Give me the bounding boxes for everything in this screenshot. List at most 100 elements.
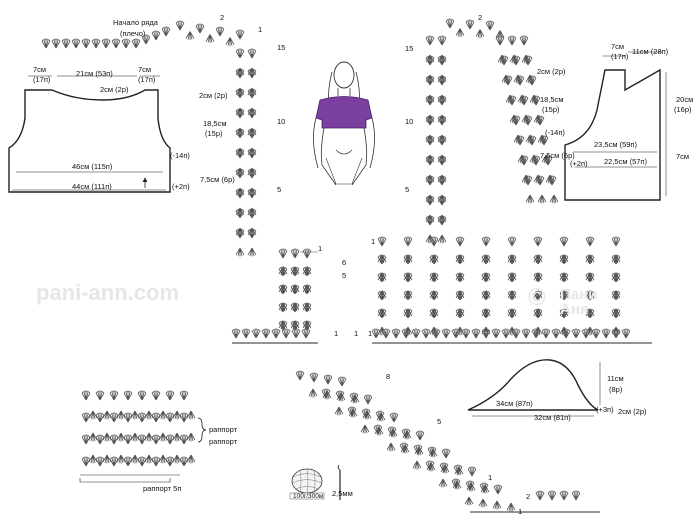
shell-stitch [481,236,491,247]
row-start-label: Начало ряда [113,18,158,27]
back-top-left-sts: (17п) [33,75,51,84]
shell-stitch [507,254,517,265]
shell-stitch [290,266,300,277]
shell-stitch [291,328,301,339]
shell-stitch [425,35,435,46]
shell-stitch [123,456,133,467]
shell-stitch [411,328,421,339]
back-row-6: 6 [342,258,347,267]
shell-stitch [247,128,257,139]
shell-stitch [431,328,441,339]
shell-stitch [527,75,537,86]
shell-stitch [195,23,205,34]
front-lower-h: 7,5см (6р) [540,151,575,160]
sleeve-width-upper: 34см (87п) [496,399,533,408]
shell-stitch [527,135,537,146]
shell-stitch [109,456,119,467]
shell-stitch [539,135,549,146]
shell-stitch [535,115,545,126]
shell-stitch [137,434,147,445]
shell-stitch [95,412,105,423]
shell-stitch [271,328,281,339]
repeat-brackets [79,417,207,483]
shell-stitch [481,254,491,265]
shell-stitch [151,456,161,467]
shell-stitch [611,290,621,301]
shell-stitch [585,236,595,247]
shell-stitch [137,456,147,467]
shell-stitch [507,290,517,301]
shell-stitch [381,328,391,339]
hook-size-label: 2,5мм [332,489,353,498]
shell-stitch [403,236,413,247]
shell-stitch [290,302,300,313]
shell-stitch [493,484,503,495]
shell-stitch [445,18,455,29]
shell-stitch [301,328,311,339]
shell-stitch [81,38,91,49]
front-row-10: 10 [405,117,414,126]
shell-stitch [429,254,439,265]
shell-stitch [302,302,312,313]
shell-stitch [81,390,91,401]
back-chart-neck: 2см (2р) [199,91,228,100]
shell-stitch [403,308,413,319]
shell-stitch [499,55,509,66]
shell-stitch [377,308,387,319]
sleeve-width-lower: 32см (81п) [534,413,571,422]
shell-stitch [247,88,257,99]
shell-stitch [507,236,517,247]
front-side-dec: (-14п) [545,128,565,137]
front-top-cm: 7см [611,42,625,51]
shell-stitch [377,272,387,283]
shell-stitch [401,328,411,339]
shell-stitch [261,328,271,339]
shell-stitch [437,75,447,86]
shell-stitch [478,498,488,508]
sleeve-row-2: 2 [526,492,531,501]
shell-stitch [511,115,521,126]
shell-stitch [247,148,257,159]
back-side-dec: (-14п) [170,151,190,160]
shell-stitch [601,328,611,339]
shell-stitch [161,26,171,37]
shell-stitch [95,390,105,401]
shell-stitch [507,35,517,46]
shell-stitch [519,35,529,46]
front-height1-rows: (15р) [542,105,560,114]
shell-stitch [437,55,447,66]
sleeve-height: 11см [607,374,624,383]
back-chart-lower: 7,5см (6р) [200,175,235,184]
shell-stitch [611,254,621,265]
front-height2: 20см [676,95,694,104]
shell-stitch [549,194,559,204]
shell-stitch [501,328,511,339]
shell-stitch [235,148,245,159]
shell-stitch [247,48,257,59]
sleeve-side: 2см (2р) [618,407,647,416]
shell-stitch [235,108,245,119]
model-figure [313,61,375,186]
yarn-ball-icon [289,468,325,500]
shell-stitch [235,29,245,40]
back-row-1-low: 1 [334,329,339,338]
shell-stitch [235,228,245,239]
shell-stitch [290,284,300,295]
shell-stitch [81,412,91,423]
shell-stitch [429,272,439,283]
shell-stitch [421,328,431,339]
shell-stitch [455,254,465,265]
yarn-ball-label: 100г/300м [293,493,324,500]
shell-stitch [531,328,541,339]
shell-stitch [247,228,257,239]
shell-stitch [515,135,525,146]
shell-stitch [151,412,161,423]
shell-stitch [247,188,257,199]
shell-stitch [290,248,300,259]
shell-stitch [235,208,245,219]
shell-stitch [437,215,447,226]
shell-stitch [403,254,413,265]
back-width-upper: 46см (115п) [72,162,113,171]
shell-stitch [371,328,381,339]
shell-stitch [403,290,413,301]
